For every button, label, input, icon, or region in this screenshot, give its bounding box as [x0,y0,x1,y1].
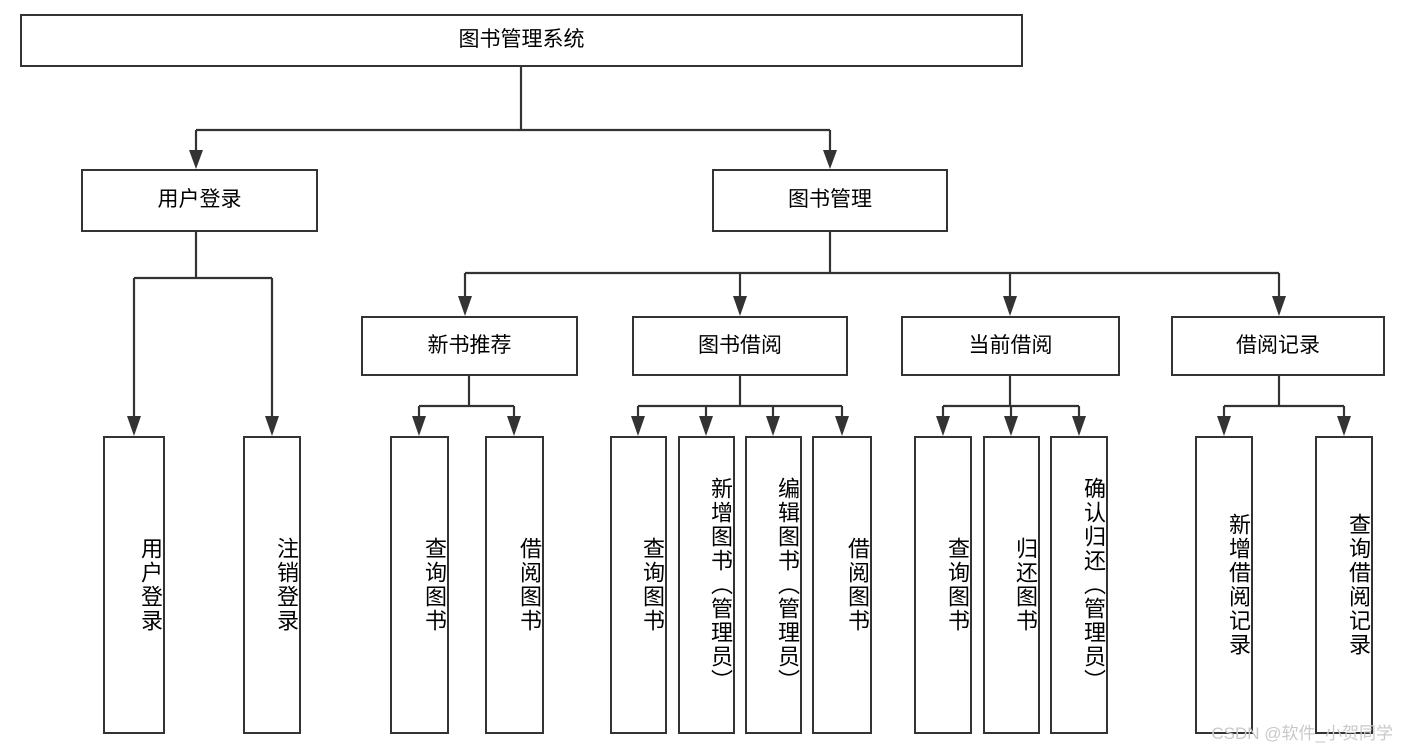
leaf-label: 归还图书 [1013,537,1038,633]
leaf-label: 新增图书（管理员） [708,477,733,693]
leaf-record-add-record[interactable]: 新增借阅记录 [1195,436,1253,734]
leaf-current-return-book[interactable]: 归还图书 [983,436,1040,734]
leaf-recommend-borrow-book[interactable]: 借阅图书 [485,436,544,734]
leaf-label: 查询图书 [945,537,970,633]
leaf-borrow-add-book-admin[interactable]: 新增图书（管理员） [678,436,735,734]
node-book-borrow[interactable]: 图书借阅 [632,316,848,376]
leaf-label: 用户登录 [138,537,163,633]
leaf-label: 查询图书 [640,537,665,633]
leaf-label: 确认归还（管理员） [1081,477,1106,693]
leaf-label: 注销登录 [274,537,299,633]
leaf-label: 借阅图书 [517,537,542,633]
leaf-borrow-edit-book-admin[interactable]: 编辑图书（管理员） [745,436,802,734]
node-borrow-record[interactable]: 借阅记录 [1171,316,1385,376]
leaf-recommend-query-book[interactable]: 查询图书 [390,436,449,734]
leaf-borrow-borrow-book[interactable]: 借阅图书 [812,436,872,734]
node-new-book-recommend[interactable]: 新书推荐 [361,316,578,376]
leaf-record-query-record[interactable]: 查询借阅记录 [1315,436,1373,734]
watermark-text: CSDN @软件_小贺同学 [1211,724,1393,743]
leaf-user-login-login[interactable]: 用户登录 [103,436,165,734]
leaf-current-confirm-return-admin[interactable]: 确认归还（管理员） [1050,436,1108,734]
leaf-user-login-logout[interactable]: 注销登录 [243,436,301,734]
leaf-label: 查询图书 [422,537,447,633]
leaf-label: 新增借阅记录 [1226,513,1251,657]
leaf-borrow-query-book[interactable]: 查询图书 [610,436,667,734]
leaf-label: 借阅图书 [845,537,870,633]
node-book-management[interactable]: 图书管理 [712,169,948,232]
node-root-system[interactable]: 图书管理系统 [20,14,1023,67]
leaf-label: 编辑图书（管理员） [775,477,800,693]
node-current-borrow[interactable]: 当前借阅 [901,316,1120,376]
leaf-current-query-book[interactable]: 查询图书 [914,436,972,734]
node-user-login[interactable]: 用户登录 [81,169,318,232]
leaf-label: 查询借阅记录 [1346,513,1371,657]
